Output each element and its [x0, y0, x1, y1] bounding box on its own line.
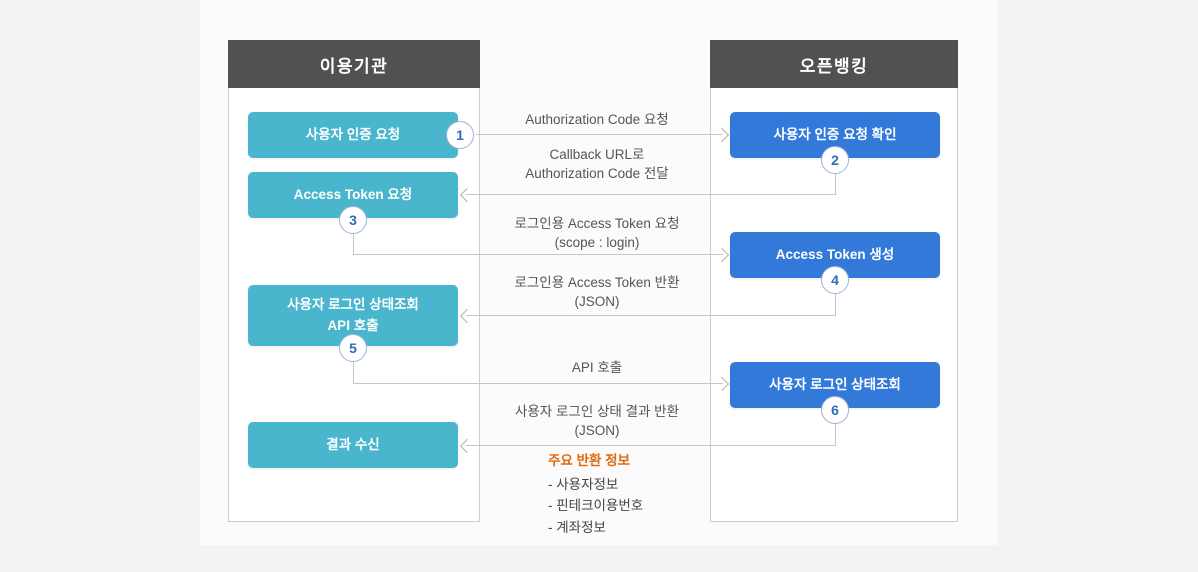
arrow-2-line-vertical — [835, 174, 836, 195]
box-result-receive: 결과 수신 — [248, 422, 458, 468]
box-user-auth-request: 사용자 인증 요청 — [248, 112, 458, 158]
return-info-item: - 핀테크이용번호 — [548, 498, 644, 514]
step-circle-1: 1 — [446, 121, 474, 149]
step-circle-5: 5 — [339, 334, 367, 362]
return-info-item: - 계좌정보 — [548, 519, 606, 535]
box-label: 사용자 로그인 상태조회 — [769, 376, 901, 392]
box-access-token-create: Access Token 생성 — [730, 232, 940, 278]
arrow-3-line-vertical — [353, 234, 354, 255]
flow-label-6: 사용자 로그인 상태 결과 반환 (JSON) — [514, 404, 680, 438]
box-label: 사용자 로그인 상태조회 — [287, 297, 419, 313]
step-circle-2: 2 — [821, 146, 849, 174]
arrow-5-line — [353, 383, 723, 384]
step-circle-6: 6 — [821, 396, 849, 424]
flow-label-1: Authorization Code 요청 — [525, 112, 669, 127]
arrow-5-line-vertical — [353, 362, 354, 383]
flow-label-4: 로그인용 Access Token 반환 (JSON) — [514, 275, 680, 309]
arrow-6-line-vertical — [835, 424, 836, 445]
step-circle-4: 4 — [821, 266, 849, 294]
arrow-4-line — [466, 315, 836, 316]
return-info-title: 주요 반환 정보 — [548, 453, 631, 468]
flow-label-2: Callback URL로 Authorization Code 전달 — [525, 147, 669, 181]
flow-label-5: API 호출 — [571, 360, 623, 375]
box-label: Access Token 요청 — [293, 186, 413, 202]
arrow-4-line-vertical — [835, 294, 836, 315]
client-org-header: 이용기관 — [228, 40, 480, 88]
box-label: Access Token 생성 — [775, 246, 895, 262]
arrow-6-line — [466, 445, 836, 446]
box-label: 사용자 인증 요청 확인 — [773, 126, 897, 142]
return-info: 주요 반환 정보 - 사용자정보 - 핀테크이용번호 - 계좌정보 — [548, 452, 643, 540]
step-circle-3: 3 — [339, 206, 367, 234]
box-label: 결과 수신 — [326, 436, 380, 452]
return-info-item: - 사용자정보 — [548, 477, 619, 493]
arrow-1-line — [476, 134, 722, 135]
arrow-2-line — [466, 194, 836, 195]
box-label: API 호출 — [327, 317, 379, 333]
box-label: 사용자 인증 요청 — [305, 126, 401, 142]
open-banking-header: 오픈뱅킹 — [710, 40, 958, 88]
flow-label-3: 로그인용 Access Token 요청 (scope : login) — [514, 216, 680, 250]
arrow-3-line — [353, 254, 723, 255]
